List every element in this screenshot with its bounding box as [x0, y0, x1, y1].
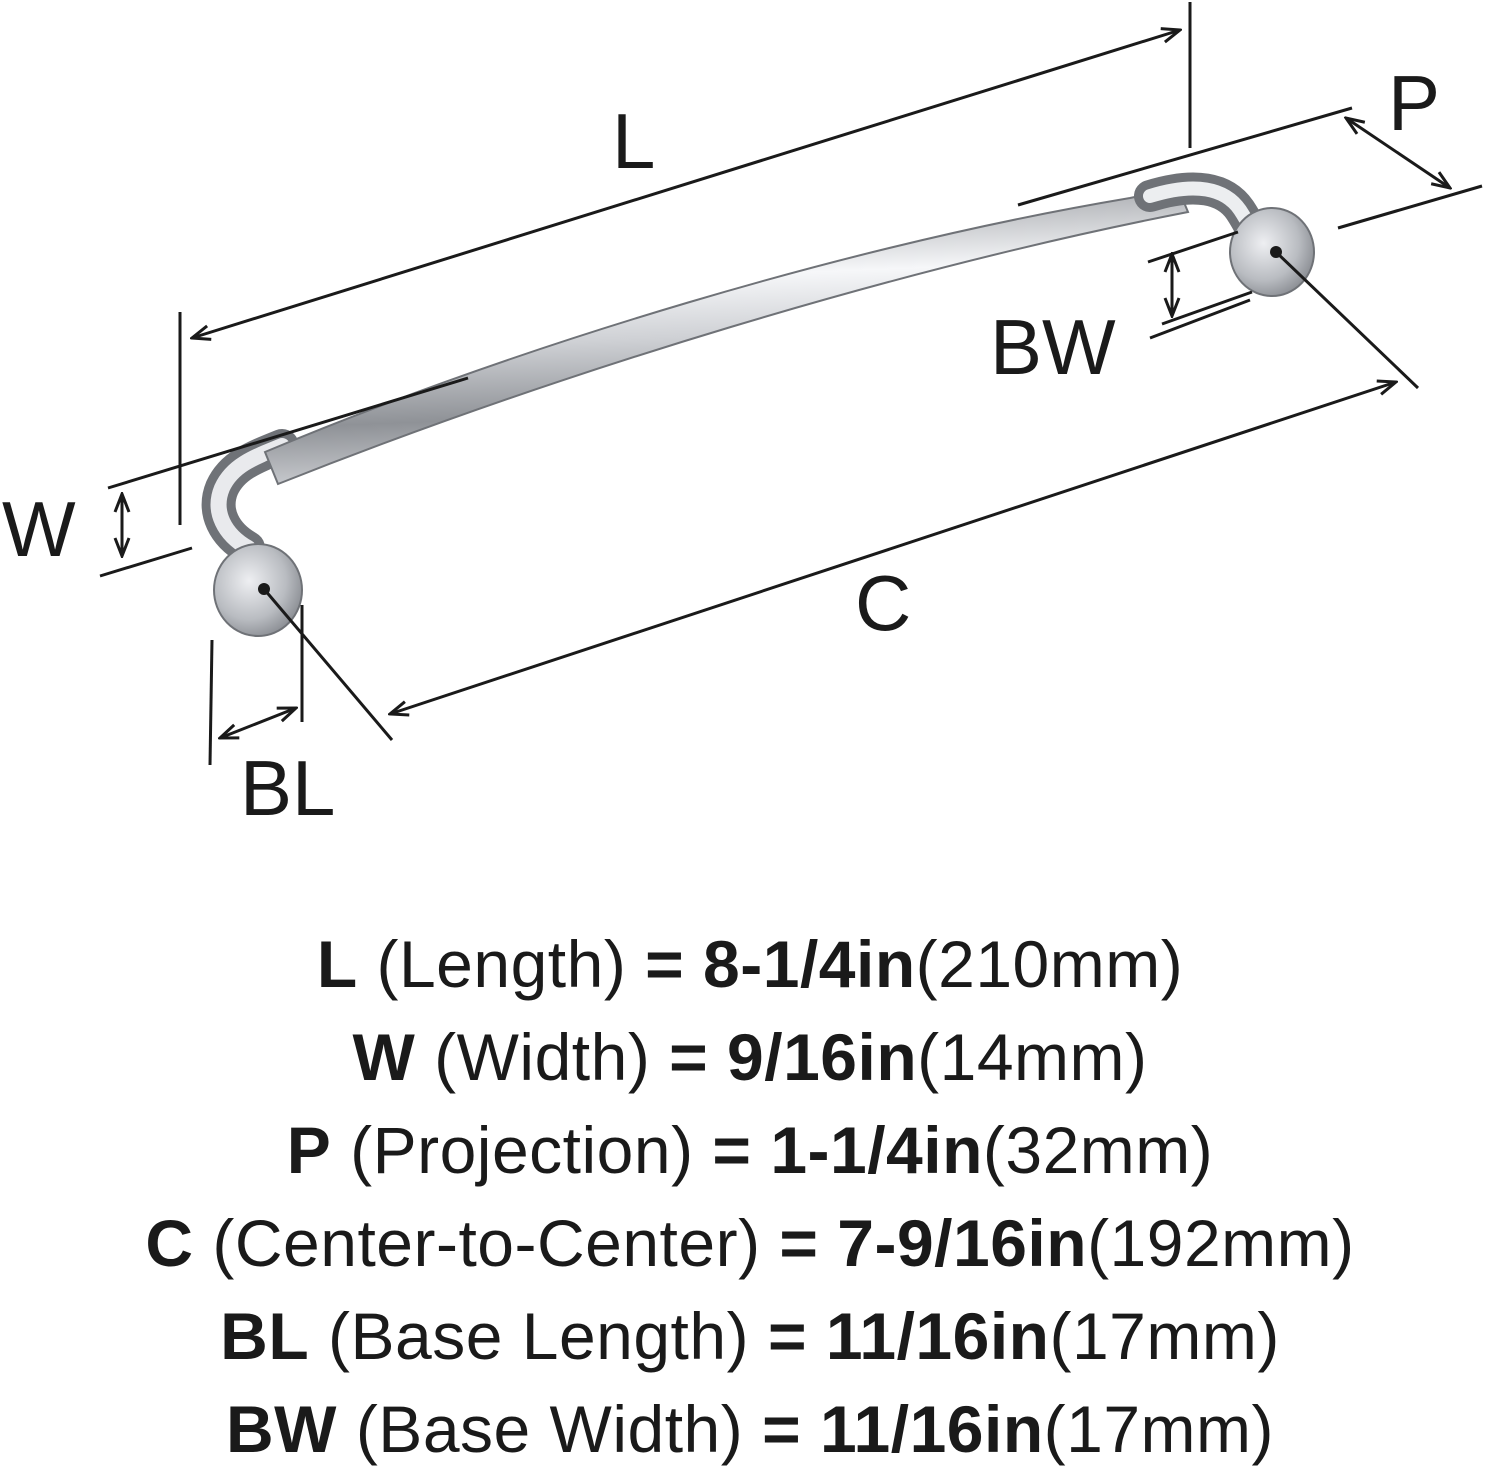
spec-metric: (32mm) — [982, 1113, 1214, 1187]
label-length: L — [612, 97, 655, 185]
base-width-extension-bottom — [1161, 290, 1253, 326]
spec-key: C — [145, 1206, 194, 1280]
spec-name: (Length) — [376, 927, 627, 1001]
base-width-leader — [1149, 298, 1251, 340]
width-extension-bottom — [99, 546, 193, 578]
handle-dimension-diagram: L P BW W C BL — [2, 2, 1483, 832]
label-projection: P — [1388, 59, 1440, 147]
spec-metric: (17mm) — [1049, 1299, 1280, 1373]
spec-equals: = — [645, 927, 685, 1001]
spec-name: (Base Width) — [355, 1392, 744, 1466]
label-center-to-center: C — [855, 559, 911, 647]
spec-name: (Width) — [434, 1020, 651, 1094]
spec-key: W — [352, 1020, 416, 1094]
center-axis-right — [1274, 250, 1420, 390]
spec-equals: = — [669, 1020, 709, 1094]
spec-imperial: 11/16in — [825, 1299, 1050, 1373]
dimension-lines — [99, 2, 1483, 766]
spec-key: L — [316, 927, 358, 1001]
spec-imperial: 7-9/16in — [837, 1206, 1088, 1280]
label-width: W — [2, 485, 76, 573]
spec-imperial: 1-1/4in — [770, 1113, 983, 1187]
spec-equals: = — [712, 1113, 752, 1187]
spec-key: BW — [226, 1392, 337, 1466]
spec-imperial: 8-1/4in — [703, 927, 916, 1001]
spec-row-base-width: BW (Base Width) = 11/16in(17mm) — [0, 1383, 1500, 1476]
projection-extension-top — [1017, 106, 1353, 207]
spec-equals: = — [762, 1392, 802, 1466]
spec-metric: (210mm) — [915, 927, 1184, 1001]
spec-key: BL — [220, 1299, 310, 1373]
label-base-width: BW — [990, 303, 1116, 391]
projection-extension-bottom — [1337, 184, 1483, 230]
spec-row-length: L (Length) = 8-1/4in(210mm) — [0, 918, 1500, 1011]
label-base-length: BL — [240, 744, 335, 832]
base-length-arrow — [220, 708, 296, 738]
length-arrow — [192, 30, 1180, 338]
base-length-extension-left — [208, 639, 214, 766]
spec-row-width: W (Width) = 9/16in(14mm) — [0, 1011, 1500, 1104]
spec-imperial: 9/16in — [727, 1020, 918, 1094]
center-axis-left — [262, 588, 394, 741]
spec-name: (Center-to-Center) — [212, 1206, 761, 1280]
base-width-extension-top — [1147, 230, 1239, 264]
spec-name: (Base Length) — [327, 1299, 750, 1373]
spec-metric: (17mm) — [1043, 1392, 1274, 1466]
center-arrow — [390, 382, 1396, 714]
spec-equals: = — [779, 1206, 819, 1280]
spec-metric: (14mm) — [917, 1020, 1148, 1094]
left-base-plate — [213, 543, 303, 637]
spec-row-projection: P (Projection) = 1-1/4in(32mm) — [0, 1104, 1500, 1197]
handle-pull-illustration — [201, 172, 1315, 637]
spec-key: P — [286, 1113, 332, 1187]
spec-name: (Projection) — [350, 1113, 694, 1187]
spec-equals: = — [767, 1299, 807, 1373]
spec-metric: (192mm) — [1087, 1206, 1355, 1280]
spec-imperial: 11/16in — [819, 1392, 1044, 1466]
dimension-spec-list: L (Length) = 8-1/4in(210mm) W (Width) = … — [0, 918, 1500, 1476]
spec-row-base-length: BL (Base Length) = 11/16in(17mm) — [0, 1290, 1500, 1383]
spec-row-center-to-center: C (Center-to-Center) = 7-9/16in(192mm) — [0, 1197, 1500, 1290]
projection-arrow — [1346, 118, 1450, 188]
